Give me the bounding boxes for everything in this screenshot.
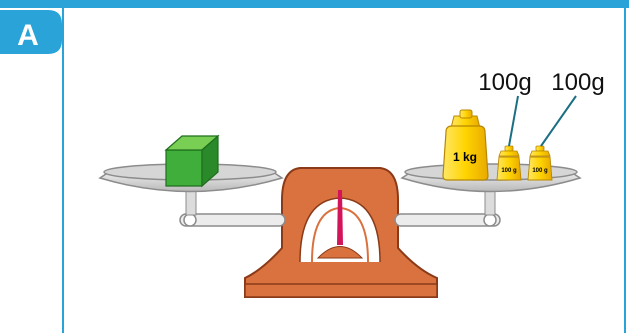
callout-lines bbox=[509, 96, 576, 146]
weight-100g-2: 100 g bbox=[528, 146, 552, 180]
callout-label-100g-2: 100g bbox=[551, 69, 604, 96]
scale-needle bbox=[337, 190, 343, 245]
callout-label-100g-1: 100g bbox=[478, 69, 531, 96]
weight-1kg-label: 1 kg bbox=[453, 150, 477, 164]
green-cube bbox=[166, 136, 218, 186]
weight-1kg: 1 kg bbox=[443, 110, 488, 180]
weight-100g-2-label: 100 g bbox=[532, 168, 548, 174]
panel-badge: A bbox=[0, 10, 62, 54]
right-pan bbox=[402, 164, 580, 192]
weight-100g-1-label: 100 g bbox=[501, 168, 517, 174]
weight-100g-1: 100 g bbox=[497, 146, 521, 180]
badge-letter: A bbox=[17, 19, 39, 52]
